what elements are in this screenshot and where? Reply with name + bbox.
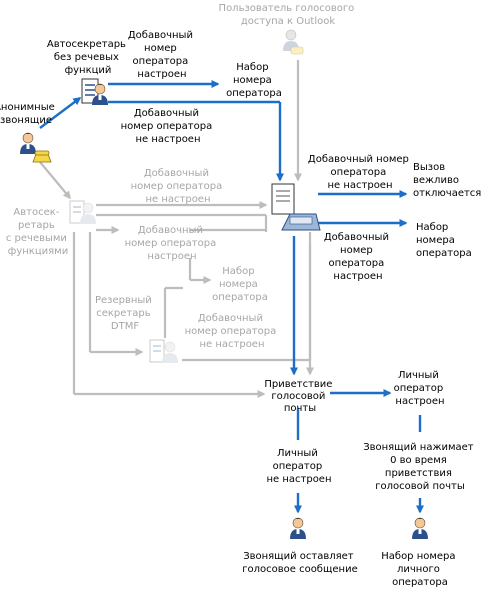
attendant-speech-icon bbox=[69, 200, 97, 225]
phone-icon bbox=[281, 213, 321, 231]
personal-operator-configured-label: Личный оператор настроен bbox=[394, 370, 447, 407]
call-disconnected-label: Вызов вежливо отключается bbox=[413, 162, 481, 199]
dial-operator-label: Набор номера оператора bbox=[226, 62, 282, 99]
personal-operator-not-configured-label: Личный оператор не настроен bbox=[266, 448, 331, 485]
anonymous-callers-label: Анонимные звонящие bbox=[0, 102, 58, 126]
attendant-no-speech-icon bbox=[81, 78, 109, 106]
dial-operator-gray-label: Набор номера оператора bbox=[212, 266, 268, 303]
dial-personal-operator-label: Набор номера личного оператора bbox=[381, 551, 458, 588]
caller-leaves-message-icon bbox=[289, 517, 307, 540]
caller-leaves-message-label: Звонящий оставляет голосовое сообщение bbox=[242, 551, 358, 575]
caller-presses-zero-label: Звонящий нажимает 0 во время приветствия… bbox=[363, 442, 477, 492]
ext-not-configured-label: Добавочный номер оператора не настроен bbox=[121, 108, 216, 145]
ext-not-configured-gray2-label: Добавочный номер оператора не настроен bbox=[185, 313, 280, 350]
dial-operator-mailbox-label: Набор номера оператора bbox=[416, 222, 472, 259]
ext-configured-mailbox-label: Добавочный номер оператора настроен bbox=[324, 232, 392, 282]
personal-operator-icon bbox=[411, 517, 429, 540]
active-connectors bbox=[39, 80, 424, 514]
ext-configured-gray-label: Добавочный номер оператора настроен bbox=[125, 225, 220, 262]
ext-configured-label: Добавочный номер оператора настроен bbox=[128, 30, 196, 80]
outlook-user-label: Пользователь голосового доступа к Outloo… bbox=[219, 3, 358, 27]
ext-not-configured-gray-label: Добавочный номер оператора не настроен bbox=[131, 168, 226, 205]
attendant-speech-label: Автосек- ретарь с речевыми функциями bbox=[6, 207, 70, 257]
phone-icon bbox=[290, 46, 304, 55]
anonymous-callers-icon bbox=[19, 132, 52, 163]
dtmf-fallback-icon bbox=[149, 339, 179, 364]
outlook-user-icon bbox=[282, 29, 304, 55]
voicemail-greeting-label: Приветствие голосовой почты bbox=[264, 379, 335, 414]
ext-not-configured-mailbox-label: Добавочный номер оператора не настроен bbox=[308, 154, 412, 191]
attendant-no-speech-label: Автосекретарь без речевых функций bbox=[47, 39, 129, 76]
dtmf-fallback-label: Резервный секретарь DTMF bbox=[95, 295, 155, 332]
phone-icon bbox=[32, 150, 52, 163]
inactive-connectors bbox=[39, 60, 314, 398]
person-icon bbox=[19, 132, 37, 155]
mailbox-icon bbox=[271, 183, 321, 231]
